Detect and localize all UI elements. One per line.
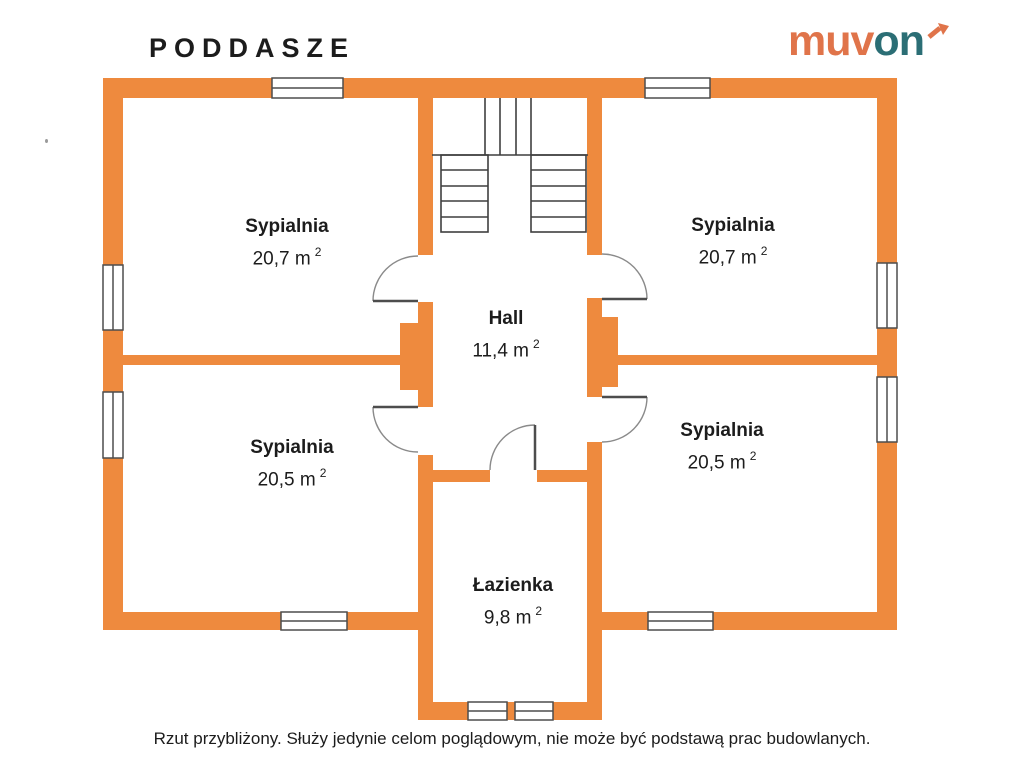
- wall-hall-left-lower: [418, 455, 433, 702]
- window-symbol: [876, 262, 898, 329]
- room-area-value: 20,5 m: [257, 469, 316, 491]
- wall-hall-left-middle: [418, 302, 433, 407]
- artifact-dot: [45, 139, 48, 143]
- window-symbol: [514, 701, 554, 721]
- wall-divider-right: [618, 355, 877, 365]
- wall-top: [103, 78, 897, 98]
- room-area-sup: 2: [314, 245, 322, 259]
- window-symbol: [644, 77, 711, 99]
- room-area-sup: 2: [749, 449, 757, 463]
- logo-text-secondary: on: [873, 17, 925, 65]
- wall-hall-left-upper: [418, 98, 433, 255]
- windows: [102, 77, 898, 721]
- page-title: PODDASZE: [149, 33, 356, 63]
- wall-bathroom-top-left: [433, 470, 490, 482]
- room-area-value: 20,7 m: [252, 248, 311, 270]
- window-symbol: [876, 376, 898, 443]
- wall-divider-left: [123, 355, 400, 365]
- logo-arrow-icon: [927, 23, 949, 39]
- room-area-value: 9,8 m: [483, 607, 532, 629]
- room-area-sup: 2: [535, 604, 543, 618]
- window-symbol: [102, 264, 124, 331]
- room-name: Hall: [488, 308, 524, 329]
- wall-chimney-right: [602, 317, 618, 387]
- wall-right: [877, 78, 897, 630]
- wall-hall-right-upper: [587, 98, 602, 255]
- wall-bottom-left-segment: [103, 612, 418, 630]
- room-name: Łazienka: [472, 575, 554, 596]
- wall-hall-right-lower: [587, 442, 602, 702]
- window-symbol: [271, 77, 344, 99]
- wall-hall-right-middle: [587, 298, 602, 397]
- door-symbol-bedroom-bottom-left: [372, 405, 419, 453]
- window-symbol: [467, 701, 508, 721]
- room-area-sup: 2: [319, 466, 327, 480]
- room-area: 11,4 m 2: [472, 334, 539, 362]
- wall-bottom-right-segment: [602, 612, 897, 630]
- stairs: [432, 98, 588, 233]
- window-symbol: [102, 391, 124, 459]
- door-symbol-bathroom: [489, 424, 537, 471]
- room-area-value: 20,7 m: [698, 247, 757, 269]
- doors: [372, 253, 648, 471]
- door-symbol-bedroom-top-right: [601, 253, 648, 301]
- room-name: Sypialnia: [250, 437, 334, 458]
- room-area-sup: 2: [533, 337, 540, 351]
- room-area-value: 20,5 m: [687, 452, 746, 474]
- room-name: Sypialnia: [691, 215, 775, 236]
- wall-bathroom-bottom: [418, 702, 602, 720]
- wall-chimney-left: [400, 323, 418, 390]
- disclaimer-text: Rzut przybliżony. Służy jedynie celom po…: [153, 729, 871, 748]
- door-symbol-bedroom-top-left: [372, 255, 419, 303]
- stair-flight-right: [530, 154, 587, 233]
- window-symbol: [647, 611, 714, 631]
- room-label-hall: Hall 11,4 m 2: [472, 308, 539, 362]
- stair-flight-left: [440, 154, 489, 233]
- door-symbol-bedroom-bottom-right: [601, 395, 648, 443]
- room-name: Sypialnia: [245, 216, 329, 237]
- window-symbol: [280, 611, 348, 631]
- wall-bathroom-top-right: [537, 470, 587, 482]
- room-area-sup: 2: [760, 244, 768, 258]
- room-name: Sypialnia: [680, 420, 764, 441]
- room-area-value: 11,4 m: [472, 340, 529, 362]
- wall-left: [103, 78, 123, 630]
- muvon-logo: muv on: [788, 20, 951, 63]
- logo-text-primary: muv: [788, 17, 874, 65]
